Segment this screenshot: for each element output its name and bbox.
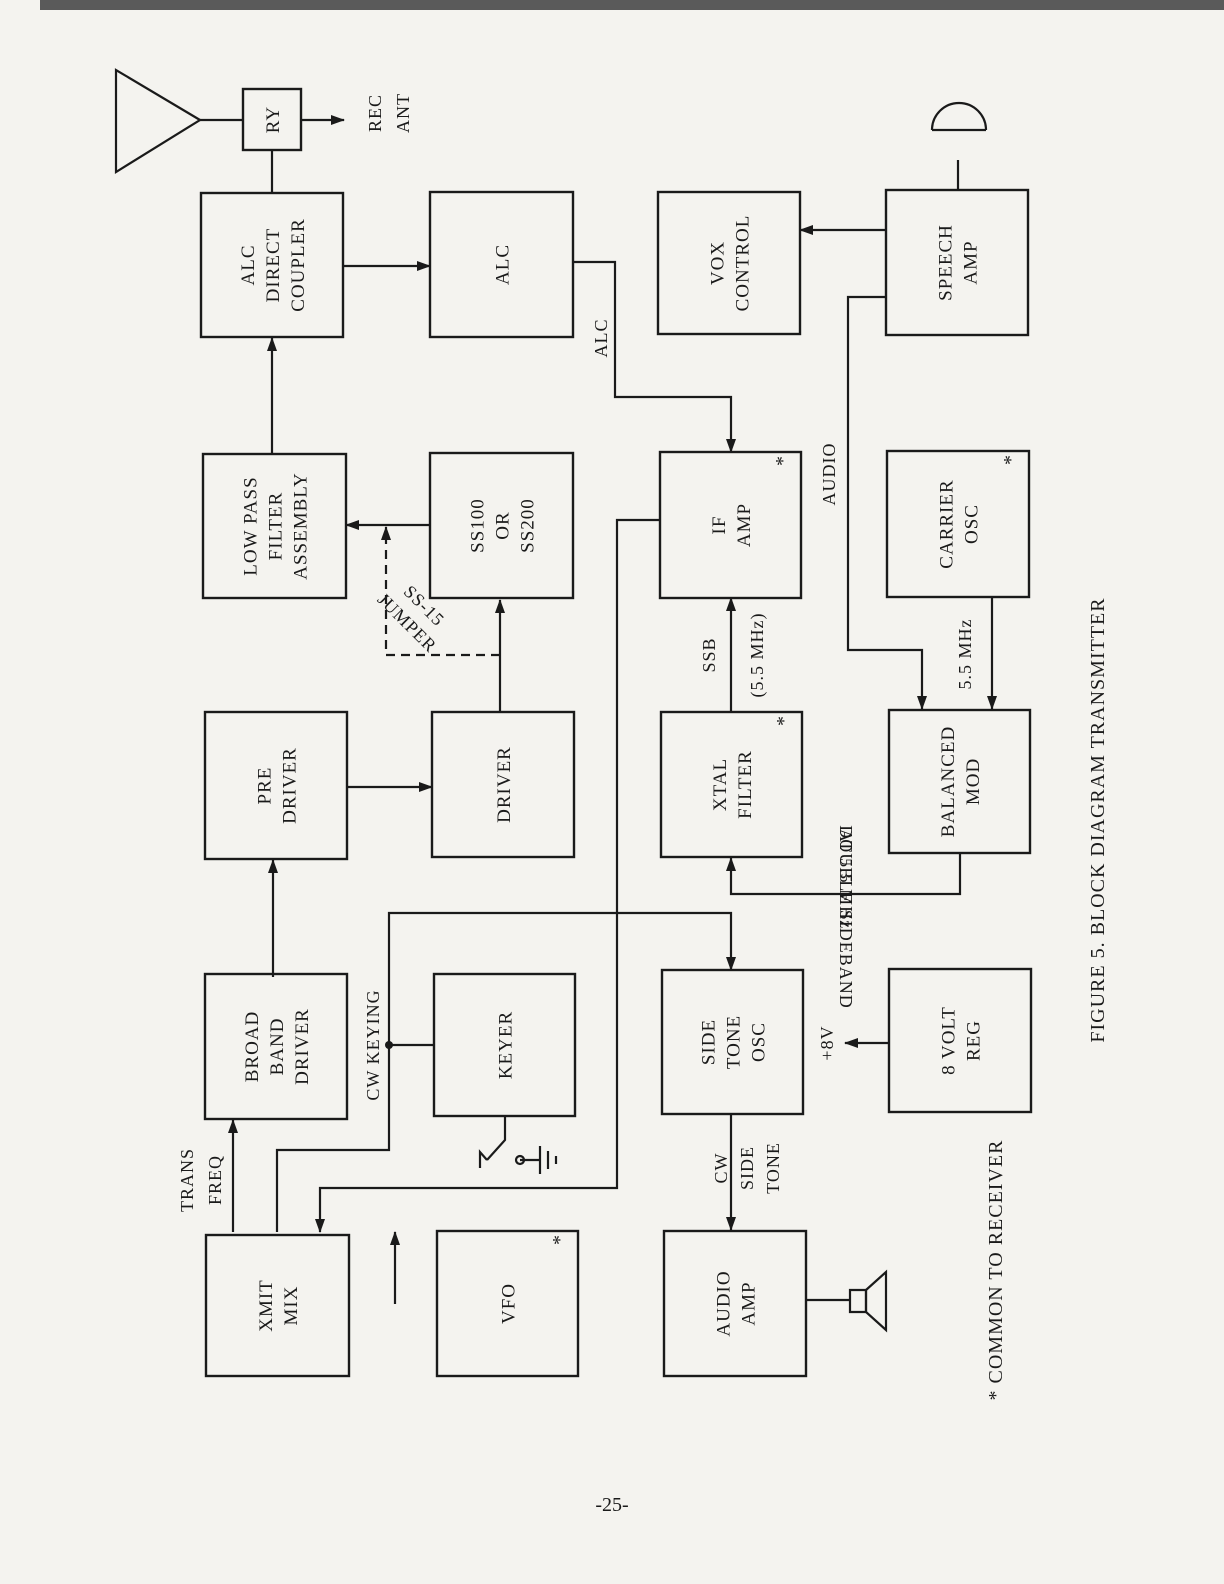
block-label-keyer: KEYER	[496, 1011, 517, 1079]
block-xmit-mix	[204, 1233, 351, 1378]
cw-keying-junction	[385, 1041, 393, 1049]
label-dsb-freq: AT 5.5 MHz	[836, 829, 856, 929]
block-volt-reg	[887, 967, 1033, 1114]
label-ssb-freq: (5.5 MHz)	[747, 613, 768, 698]
label-double-sideband: DOUBLE SIDEBAND	[836, 825, 856, 1009]
label-plus-8v: +8V	[817, 1025, 837, 1060]
wire-alc-to-if-amp	[572, 260, 736, 453]
block-alc	[428, 190, 575, 339]
blocks-layer	[199, 87, 1033, 1378]
common-marker-if-amp: *	[772, 456, 794, 466]
block-side-tone-osc	[660, 968, 805, 1116]
label-alc-line: ALC	[591, 319, 611, 358]
block-label-alc: ALC	[493, 244, 514, 285]
block-broad-band-driver	[203, 972, 349, 1121]
label-cw-keying: CW KEYING	[363, 989, 383, 1100]
block-label-vfo: VFO	[499, 1283, 520, 1324]
label-audio-line: AUDIO	[819, 443, 839, 506]
label-carrier-freq: 5.5 MHz	[955, 619, 975, 690]
wire-keyer-to-key	[486, 1115, 507, 1161]
block-vox-control	[656, 190, 802, 336]
key-icon	[478, 1149, 488, 1168]
block-pre-driver	[203, 710, 349, 861]
block-label-driver: DRIVER	[494, 746, 515, 823]
microphone-icon	[930, 101, 988, 131]
block-label-relay: RY	[263, 106, 284, 133]
block-low-pass-filter	[201, 452, 348, 600]
block-ss100-ss200	[428, 451, 575, 600]
block-alc-direct-coupler	[199, 191, 345, 339]
page-number: -25-	[595, 1494, 629, 1516]
scan-edge	[40, 0, 1224, 10]
block-speech-amp	[884, 188, 1030, 337]
signal-lines	[200, 115, 997, 1304]
figure-caption: FIGURE 5. BLOCK DIAGRAM TRANSMITTER	[1087, 597, 1109, 1042]
block-audio-amp	[662, 1229, 808, 1378]
symbols-layer	[114, 68, 988, 1333]
block-vfo	[435, 1229, 580, 1378]
wire-speech-to-balanced	[846, 295, 927, 710]
common-marker-vfo: *	[549, 1235, 571, 1245]
speaker-cone	[864, 1269, 888, 1333]
block-carrier-osc	[885, 449, 1031, 599]
wire-cw-keying	[275, 911, 736, 1232]
antenna-icon	[114, 68, 203, 174]
speaker-icon	[848, 1288, 868, 1314]
wire-jumper	[381, 526, 500, 657]
common-marker-xtal-filter: *	[773, 716, 795, 726]
wire-balanced-to-xtal	[726, 853, 962, 896]
block-balanced-mod	[887, 708, 1032, 855]
block-relay	[241, 87, 303, 152]
block-if-amp	[658, 450, 803, 600]
block-xtal-filter	[659, 710, 804, 859]
label-ssb: SSB	[699, 637, 719, 672]
common-marker-carrier-osc: *	[1000, 455, 1022, 465]
block-driver	[430, 710, 576, 859]
footnote-common-to-receiver: * COMMON TO RECEIVER	[985, 1140, 1007, 1401]
wire-if-amp-to-xmit-mix	[315, 518, 660, 1233]
block-keyer	[432, 972, 577, 1118]
